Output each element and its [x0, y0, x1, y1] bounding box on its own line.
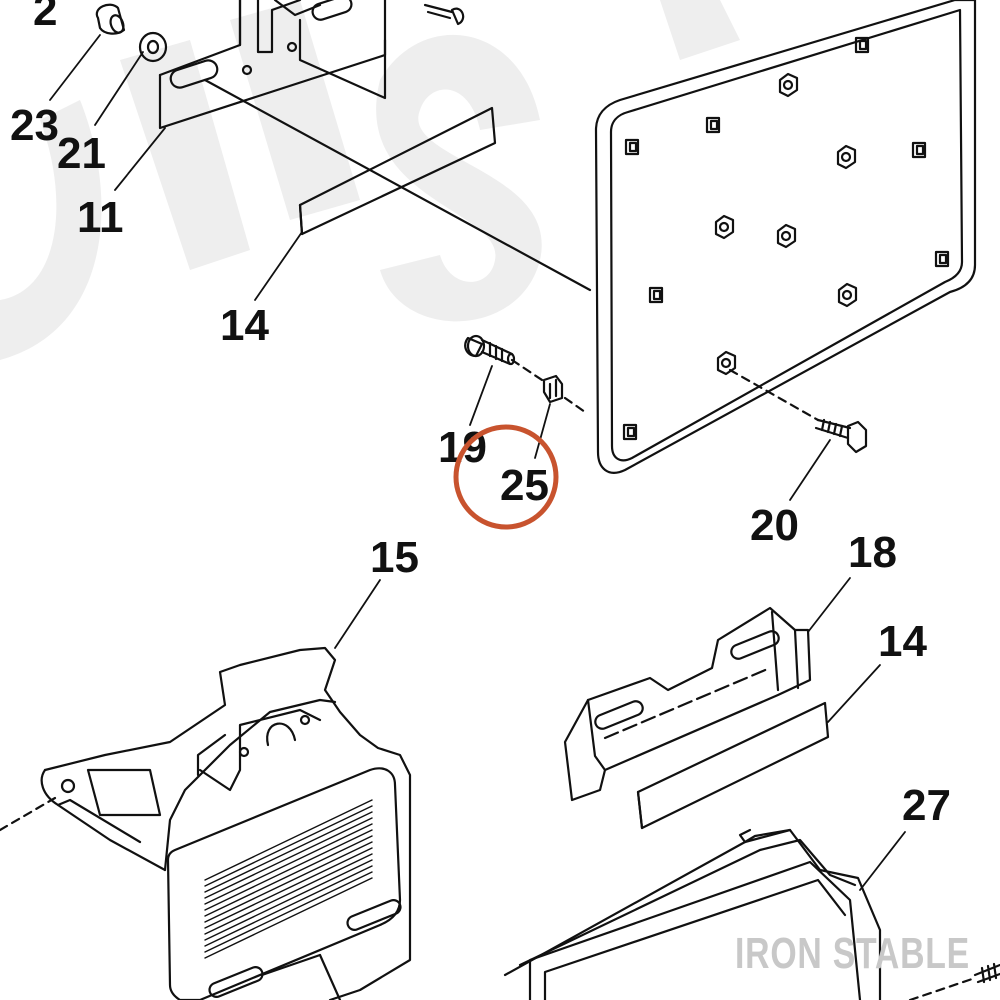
- clip-part-25: [542, 374, 564, 404]
- callout-15: 15: [370, 533, 419, 582]
- callout-25: 25: [500, 461, 549, 510]
- dashed-axis-15: [0, 796, 57, 832]
- callout-labels: 2 23 21 11 14 19 25 20 15 18 14 27: [10, 0, 951, 830]
- strip-part-14-top: [298, 106, 497, 236]
- nut-part-23: [95, 3, 126, 35]
- callout-19: 19: [438, 423, 487, 472]
- leader-lines: [49, 34, 906, 891]
- highlight-ring: [453, 424, 559, 530]
- screw-top: [423, 3, 465, 26]
- callout-21: 21: [57, 129, 106, 178]
- leader-bracket-to-plate: [203, 78, 592, 292]
- washer-part-21: [138, 31, 168, 63]
- callout-20: 20: [750, 501, 799, 550]
- callout-23: 23: [10, 101, 59, 150]
- housing-part-15: [40, 646, 412, 1000]
- background-watermark: [0, 0, 740, 360]
- callout-27: 27: [902, 781, 951, 830]
- bracket-part-18: [563, 606, 812, 802]
- screw-bottom-right: [973, 962, 1000, 984]
- mounting-plate: [594, 0, 977, 474]
- callout-14-top: 14: [220, 301, 269, 350]
- callout-11: 11: [77, 193, 124, 242]
- callout-2: 2: [33, 0, 57, 35]
- watermark-text: IRON STABLE: [735, 929, 970, 978]
- bracket-part-11: [158, 0, 387, 130]
- dashed-axis-27: [908, 976, 977, 1000]
- dashed-axis-19-25: [510, 358, 587, 414]
- bolt-part-20: [814, 418, 868, 454]
- callout-18: 18: [848, 528, 897, 577]
- callout-14-bottom: 14: [878, 617, 927, 666]
- strip-part-14-bottom: [636, 701, 830, 830]
- bolt-part-19: [464, 334, 516, 366]
- housing-part-27: [503, 828, 882, 1000]
- dashed-axis-20: [728, 368, 820, 422]
